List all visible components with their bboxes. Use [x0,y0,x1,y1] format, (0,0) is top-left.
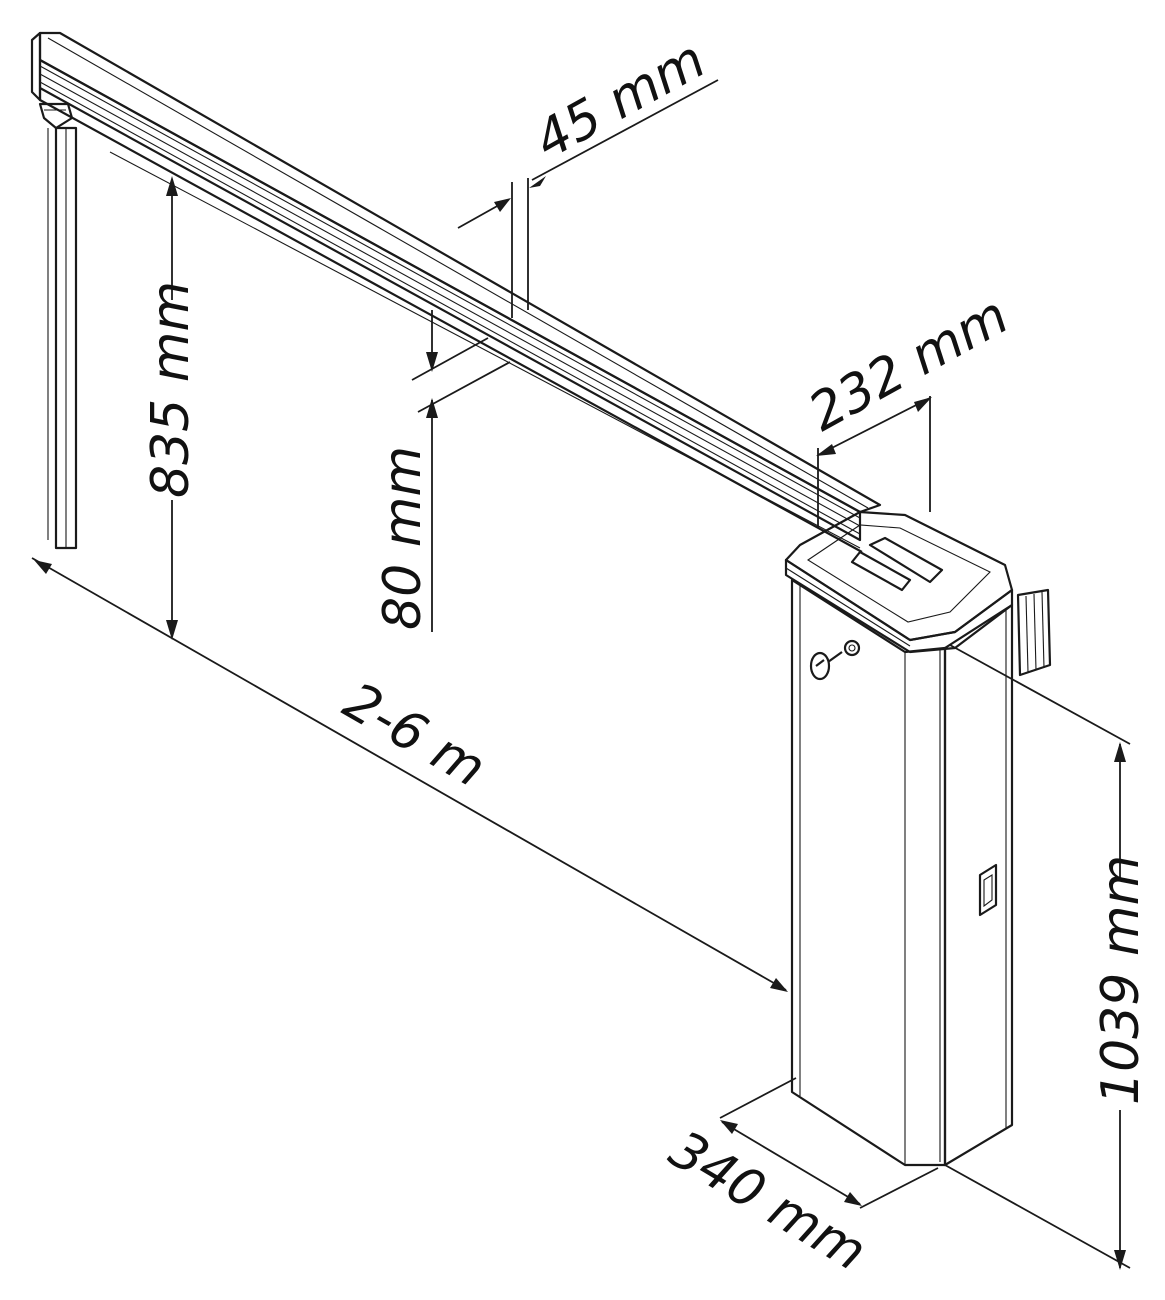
dim-label-835mm: 835 mm [141,281,201,498]
dimension-lines [31,79,1131,1270]
dim-label-80mm: 80 mm [373,446,433,630]
dim-label-232mm: 232 mm [799,286,1018,444]
dim-label-340mm: 340 mm [659,1120,876,1283]
dim-label-45mm: 45 mm [525,30,715,172]
support-post [38,102,78,550]
dim-label-2-6m: 2-6 m [334,671,496,799]
barrier-housing [784,510,1052,1167]
dim-label-1039mm: 1039 mm [1091,855,1151,1105]
boom-arm [30,31,882,553]
